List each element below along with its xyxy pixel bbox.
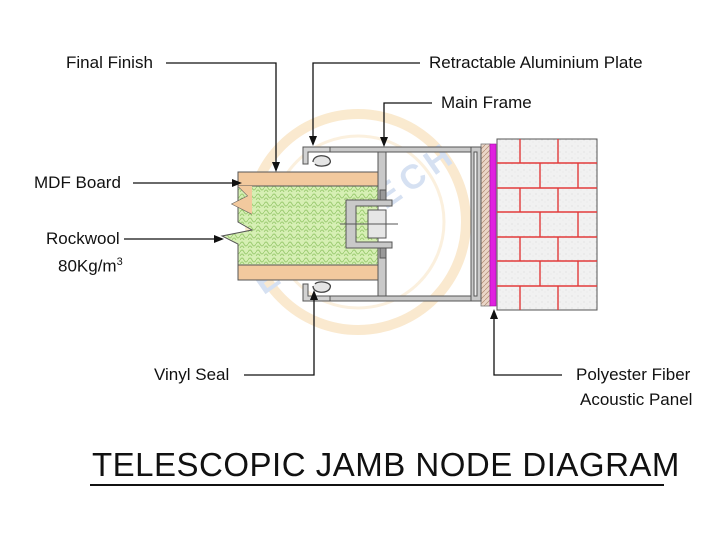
mdf-board-top — [237, 171, 379, 187]
fiber-insulation-strip — [480, 143, 491, 307]
label-rockwool: Rockwool — [46, 229, 120, 248]
label-retractable-plate: Retractable Aluminium Plate — [429, 53, 643, 72]
leader-arrowheads — [214, 136, 498, 319]
label-main-frame: Main Frame — [441, 93, 532, 112]
title-underline — [90, 484, 664, 486]
rockwool-density-exponent: 3 — [116, 256, 123, 268]
label-mdf-board: MDF Board — [34, 173, 121, 192]
main-frame — [302, 146, 482, 302]
label-vinyl-seal: Vinyl Seal — [154, 365, 230, 384]
label-polyester-fiber: Polyester Fiber — [576, 365, 691, 384]
retractable-plate — [302, 146, 331, 302]
brick-wall — [496, 138, 598, 311]
label-acoustic-panel: Acoustic Panel — [580, 390, 693, 409]
door-leaf-section — [220, 171, 379, 281]
acoustic-panel — [489, 143, 497, 307]
label-final-finish: Final Finish — [66, 53, 153, 72]
diagram-title: TELESCOPIC JAMB NODE DIAGRAM — [92, 446, 680, 483]
label-rockwool-density: 80Kg/m3 — [58, 252, 123, 277]
rockwool-density-value: 80Kg/m — [58, 256, 117, 276]
vinyl-seal — [312, 155, 331, 293]
leader-lines — [124, 62, 562, 376]
mdf-board-bottom — [237, 264, 379, 281]
